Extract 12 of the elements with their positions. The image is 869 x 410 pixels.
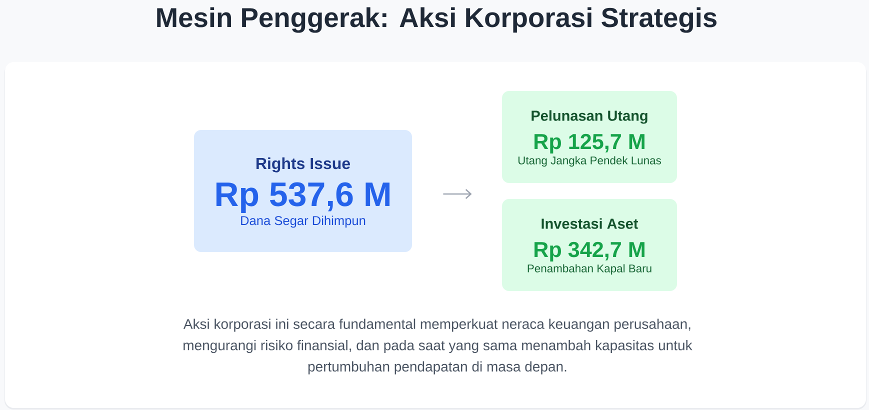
box-title: Rights Issue bbox=[256, 157, 350, 172]
title: Mesin Penggerak: Aksi Korporasi Strategis bbox=[157, 7, 717, 33]
amount-text: Rp 537,6 M bbox=[216, 182, 390, 214]
box-subtitle: Penambahan Kapal Baru bbox=[528, 264, 652, 275]
box-subtitle: Utang Jangka Pendek Lunas bbox=[518, 156, 661, 167]
caption: Aksi korporasi ini secara fundamental memperkuat neraca keuangan perusahaan, mengurangi risiko finansial, dan pada saat yang sama menambah kapasitas untuk pertumbuhan pendapatan di masa depan. bbox=[183, 318, 692, 374]
box-subtitle: Dana Segar Dihimpun bbox=[241, 216, 366, 228]
amount-text: Rp 125,7 M bbox=[534, 134, 644, 154]
box-title: Investasi Aset bbox=[542, 218, 638, 229]
box-title: Pelunasan Utang bbox=[532, 110, 648, 124]
amount-text: Rp 342,7 M bbox=[534, 242, 644, 262]
arrow bbox=[443, 189, 472, 199]
